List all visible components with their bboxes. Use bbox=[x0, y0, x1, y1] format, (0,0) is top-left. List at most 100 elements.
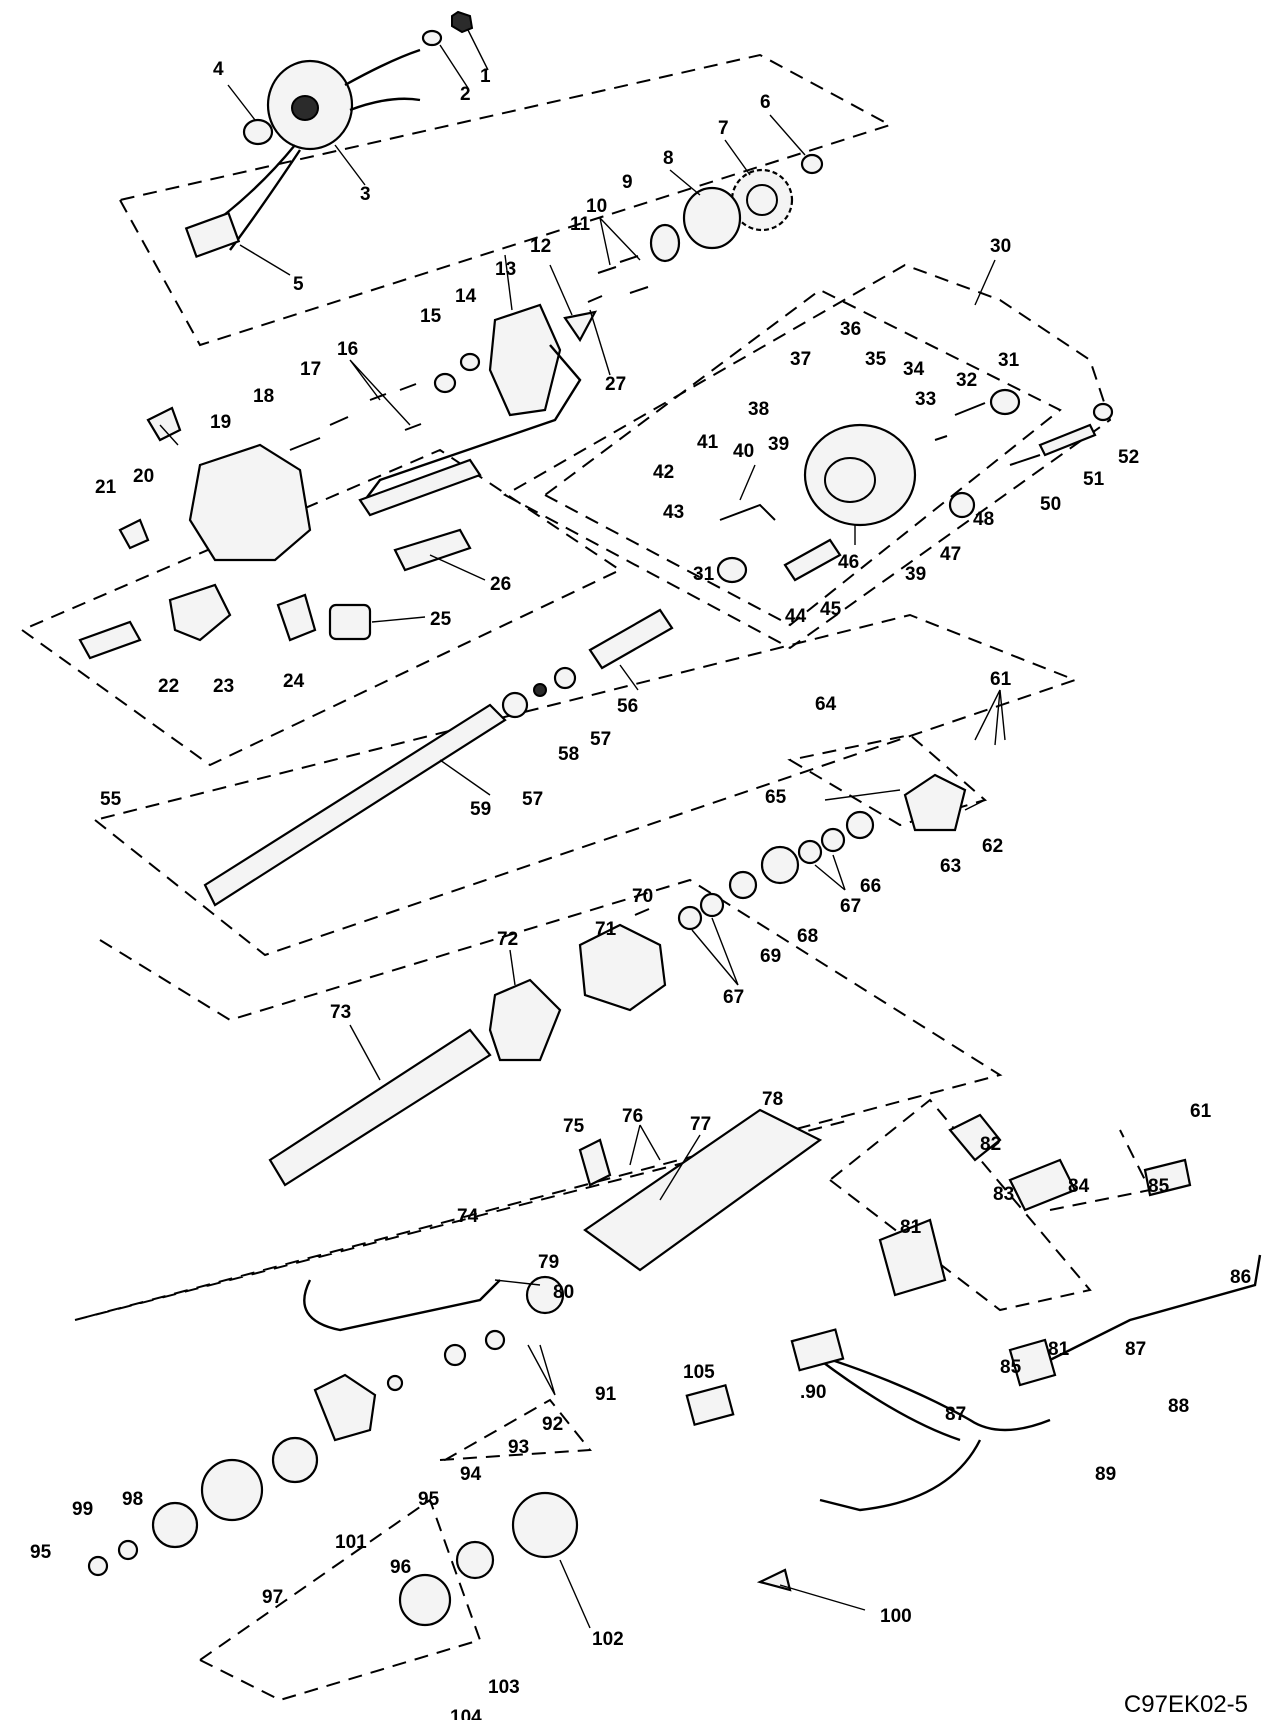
boundary-group-bottom bbox=[198, 1498, 482, 1702]
leader-2 bbox=[439, 44, 469, 89]
part-switch-86 bbox=[1143, 1158, 1192, 1197]
part-coil-wires bbox=[189, 48, 421, 251]
part-housing-46 bbox=[803, 423, 917, 527]
part-ring-67a bbox=[820, 827, 846, 853]
boundary-group-lower bbox=[439, 1398, 592, 1461]
callout-90: .90 bbox=[800, 1382, 826, 1403]
part-bearing-8 bbox=[682, 186, 742, 250]
part-housing-102 bbox=[511, 1491, 579, 1559]
callout-13: 13 bbox=[495, 259, 516, 280]
part-cap-52 bbox=[1092, 402, 1114, 422]
callout-77: 77 bbox=[690, 1114, 711, 1135]
part-connector-105 bbox=[685, 1383, 735, 1427]
part-module-25 bbox=[328, 603, 372, 641]
part-spring-9 bbox=[649, 223, 681, 263]
callout-1: 1 bbox=[480, 66, 491, 87]
part-ring-6 bbox=[800, 153, 824, 175]
part-plate-97 bbox=[200, 1458, 264, 1522]
part-cable-88 bbox=[1049, 1254, 1262, 1362]
leader-102 bbox=[559, 1559, 591, 1629]
part-ring-67d bbox=[677, 905, 703, 931]
part-joint-57b bbox=[553, 666, 577, 690]
boundary-group-column bbox=[74, 878, 1003, 1321]
callout-57a: 57 bbox=[522, 789, 543, 810]
callout-96: 96 bbox=[390, 1557, 411, 1578]
callout-35: 35 bbox=[865, 349, 887, 370]
callout-57b: 57 bbox=[590, 729, 611, 750]
part-coil-3-hub bbox=[291, 95, 319, 121]
callout-101: 101 bbox=[335, 1532, 367, 1553]
callout-88: 88 bbox=[1168, 1396, 1189, 1417]
part-washer-69 bbox=[728, 870, 758, 900]
part-clip-100 bbox=[756, 1568, 792, 1592]
callout-82: 82 bbox=[980, 1134, 1001, 1155]
callout-37: 37 bbox=[790, 349, 811, 370]
part-washer-4 bbox=[242, 118, 274, 146]
part-housing-63 bbox=[903, 773, 967, 832]
callout-63: 63 bbox=[940, 856, 961, 877]
figure-code: C97EK02-5 bbox=[1124, 1691, 1248, 1718]
callout-66: 66 bbox=[860, 876, 881, 897]
part-shaft-56 bbox=[588, 608, 674, 670]
group-boundaries bbox=[19, 53, 1152, 1702]
leader-77 bbox=[659, 1134, 701, 1201]
part-harness-13 bbox=[364, 344, 582, 501]
callout-20: 20 bbox=[133, 466, 154, 487]
boundary-group-90 bbox=[828, 1098, 1092, 1312]
callout-59: 59 bbox=[470, 799, 491, 820]
callout-12: 12 bbox=[530, 236, 551, 257]
callout-50: 50 bbox=[1040, 494, 1061, 515]
part-harness-main bbox=[799, 1348, 1051, 1512]
callout-19: 19 bbox=[210, 412, 231, 433]
part-tube-73 bbox=[268, 1028, 492, 1187]
callout-58: 58 bbox=[558, 744, 579, 765]
part-spring-51 bbox=[1038, 423, 1097, 457]
callout-41: 41 bbox=[697, 432, 719, 453]
part-pin-17 bbox=[329, 416, 349, 426]
callout-8: 8 bbox=[663, 148, 674, 169]
callout-104: 104 bbox=[450, 1707, 482, 1720]
callout-91: 91 bbox=[595, 1384, 617, 1405]
callout-43: 43 bbox=[663, 502, 684, 523]
callout-33: 33 bbox=[915, 389, 936, 410]
part-housing-71 bbox=[578, 923, 667, 1012]
part-nut-1 bbox=[451, 10, 474, 34]
part-spring-94 bbox=[443, 1343, 467, 1367]
part-ring-31b bbox=[716, 556, 748, 584]
part-screw-11 bbox=[587, 295, 603, 303]
leader-56 bbox=[619, 664, 639, 691]
leader-59 bbox=[439, 759, 491, 796]
callout-22: 22 bbox=[158, 676, 179, 697]
part-washer-14 bbox=[459, 352, 481, 372]
part-switch-84 bbox=[1008, 1158, 1077, 1212]
callout-61b: 61 bbox=[1190, 1101, 1212, 1122]
callout-93: 93 bbox=[508, 1437, 529, 1458]
callout-98: 98 bbox=[122, 1489, 143, 1510]
callout-9: 9 bbox=[622, 172, 633, 193]
part-pin-33 bbox=[934, 435, 948, 441]
leader-72 bbox=[509, 949, 516, 986]
callout-69: 69 bbox=[760, 946, 781, 967]
callout-61a: 61 bbox=[990, 669, 1012, 690]
callout-97: 97 bbox=[262, 1587, 283, 1608]
leader-92 bbox=[527, 1344, 556, 1396]
callout-52: 52 bbox=[1118, 447, 1139, 468]
part-plate-68 bbox=[760, 845, 800, 885]
part-switch-24 bbox=[276, 593, 317, 642]
callout-80: 80 bbox=[553, 1282, 574, 1303]
callout-47: 47 bbox=[940, 544, 961, 565]
callout-21: 21 bbox=[95, 477, 117, 498]
callout-81a: 81 bbox=[900, 1217, 922, 1238]
callout-76: 76 bbox=[622, 1106, 643, 1127]
callout-39a: 39 bbox=[768, 434, 789, 455]
callout-25: 25 bbox=[430, 609, 452, 630]
callout-45: 45 bbox=[820, 599, 842, 620]
part-washer-95b bbox=[386, 1374, 404, 1392]
callout-75: 75 bbox=[563, 1116, 585, 1137]
callout-99: 99 bbox=[72, 1499, 93, 1520]
callout-24: 24 bbox=[283, 671, 305, 692]
part-plate-103 bbox=[455, 1540, 495, 1580]
callout-70: 70 bbox=[632, 886, 653, 907]
leader-25 bbox=[371, 616, 426, 623]
callout-14: 14 bbox=[455, 286, 477, 307]
